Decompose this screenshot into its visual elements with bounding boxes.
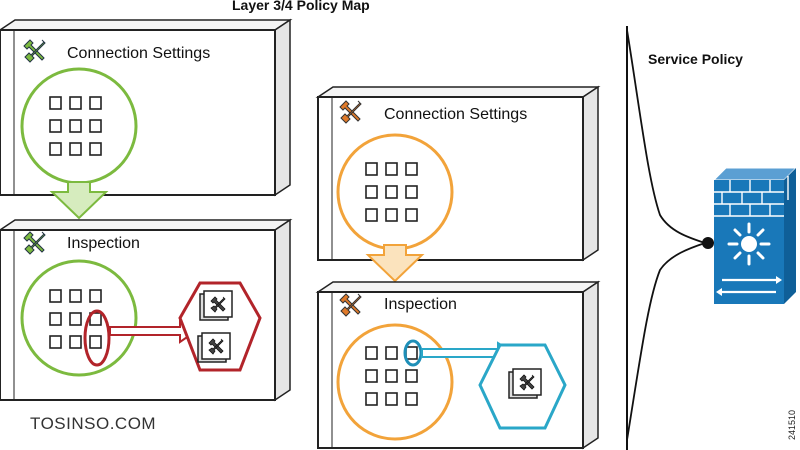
selected-traffic-ellipse: [83, 309, 111, 367]
left-panel-1-title: Connection Settings: [67, 45, 211, 62]
inspection-module: [508, 368, 542, 399]
watermark: TOSINSO.COM: [30, 414, 157, 433]
left-connection-settings-panel: [0, 18, 293, 197]
right-connection-settings-panel: [315, 85, 601, 262]
left-inspection-panel: [0, 218, 293, 402]
down-arrow-green: [49, 181, 109, 220]
traffic-grid: [366, 163, 417, 221]
firewall-switch-icon: [712, 167, 798, 304]
figure-id: 241510: [787, 409, 797, 440]
right-inspection-panel: [315, 280, 601, 450]
down-arrow-orange: [365, 244, 425, 283]
inspection-module: [197, 332, 231, 363]
service-policy-label: Service Policy: [648, 51, 743, 67]
right-panel-1-title: Connection Settings: [384, 106, 528, 123]
right-panel-2-title: Inspection: [384, 296, 457, 313]
service-policy-bracket: [626, 26, 714, 450]
traffic-grid: [50, 290, 101, 348]
left-panel-2-title: Inspection: [67, 235, 140, 252]
inspection-module: [199, 290, 233, 321]
diagram-title: Layer 3/4 Policy Map: [232, 0, 370, 13]
traffic-grid: [366, 347, 417, 405]
traffic-grid: [50, 97, 101, 155]
